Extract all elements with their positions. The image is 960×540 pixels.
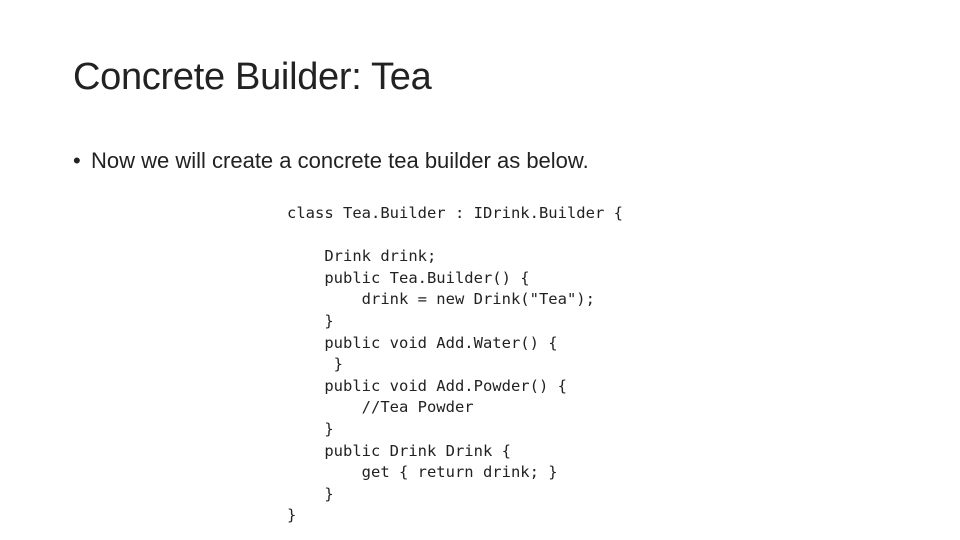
code-line: [287, 225, 623, 247]
code-line: }: [287, 311, 334, 330]
code-line: get { return drink; }: [287, 463, 558, 482]
code-block: class Tea.Builder : IDrink.Builder { Dri…: [287, 203, 623, 527]
bullet-text: Now we will create a concrete tea builde…: [91, 148, 589, 173]
code-line: drink = new Drink("Tea");: [287, 290, 595, 309]
code-line: }: [287, 484, 334, 503]
slide-title: Concrete Builder: Tea: [73, 56, 432, 98]
code-line: //Tea Powder: [287, 398, 474, 417]
bullet-item: • Now we will create a concrete tea build…: [73, 148, 589, 174]
code-line: }: [287, 506, 297, 525]
code-line: public void Add.Water() {: [287, 333, 558, 352]
code-line: public Drink Drink {: [287, 441, 511, 460]
code-line: }: [287, 355, 343, 374]
code-line: public Tea.Builder() {: [287, 268, 530, 287]
code-line: class Tea.Builder : IDrink.Builder {: [287, 204, 623, 222]
code-line: Drink drink;: [287, 247, 437, 266]
code-line: }: [287, 419, 334, 438]
bullet-marker: •: [73, 148, 81, 173]
code-line: public void Add.Powder() {: [287, 376, 567, 395]
